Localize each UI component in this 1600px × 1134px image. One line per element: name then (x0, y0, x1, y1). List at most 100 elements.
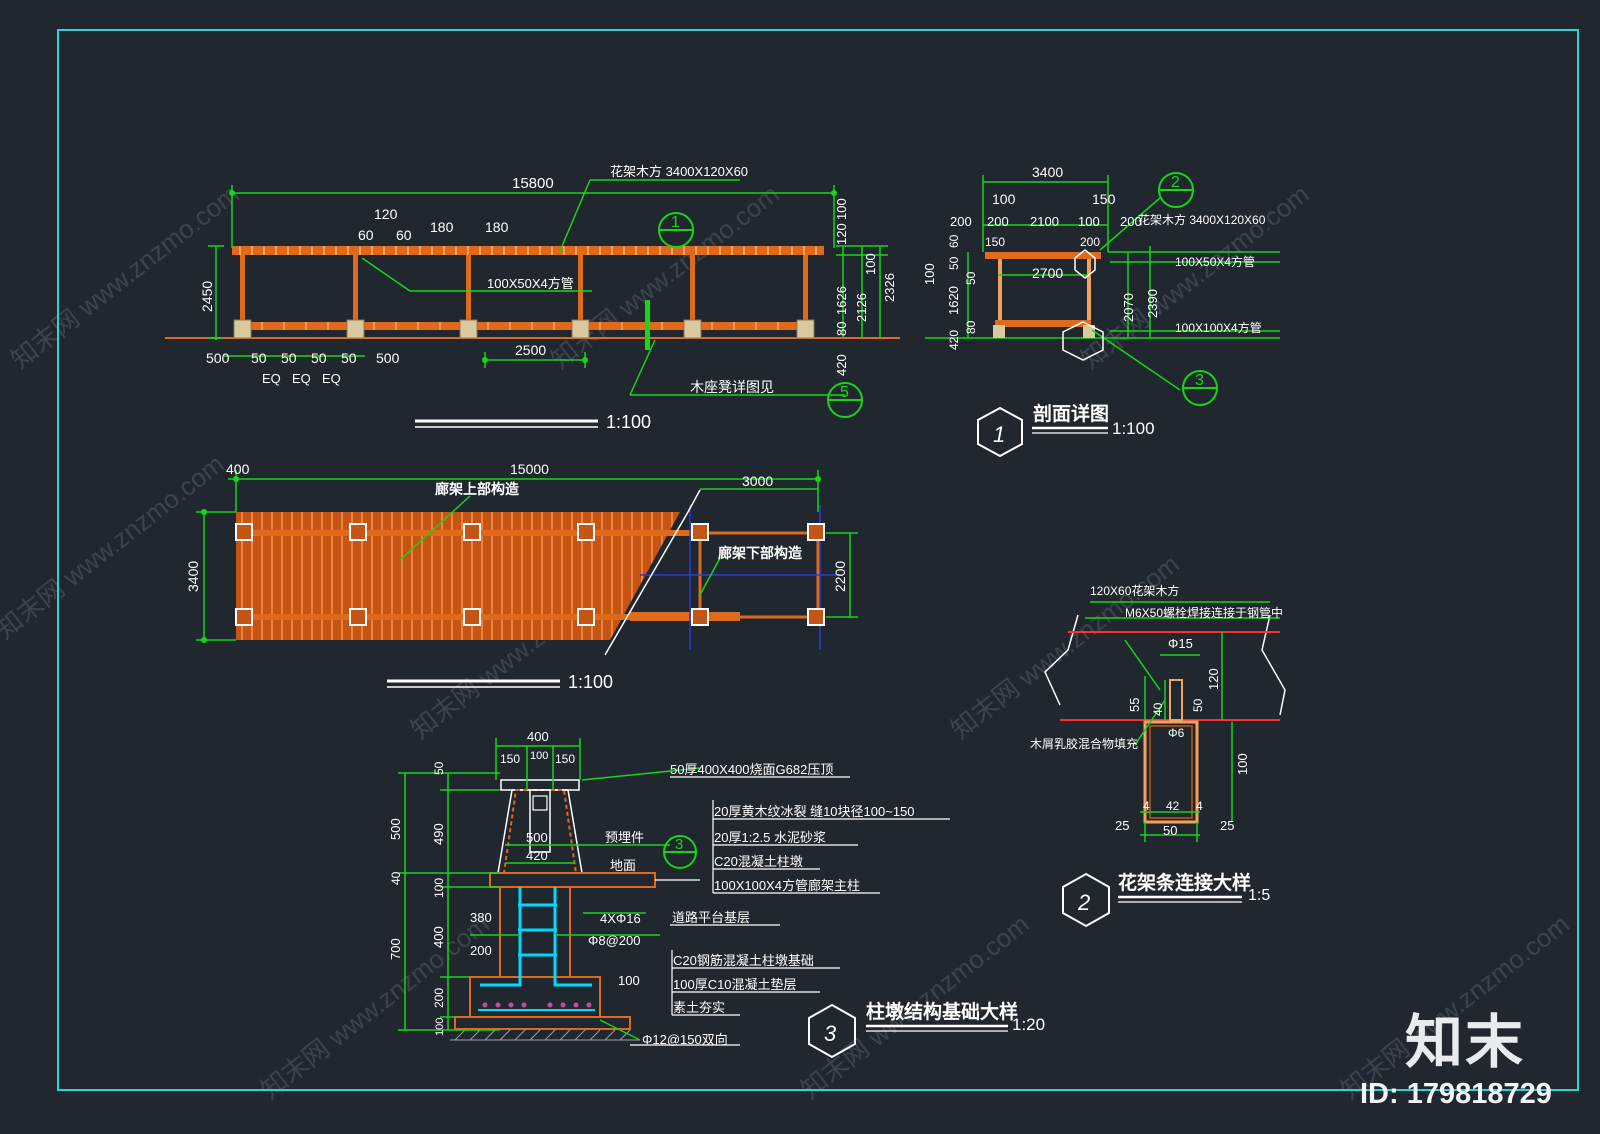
elevation-dim-1626: 1626 (834, 286, 849, 315)
section-dim-150b: 150 (985, 235, 1005, 249)
elevation-dim-50c: 50 (311, 350, 327, 366)
connection-title: 花架条连接大样 (1118, 871, 1251, 894)
section-dim-200d: 200 (1080, 235, 1100, 249)
plan-dim-2200: 2200 (832, 561, 848, 592)
footing-dim-200i: 200 (470, 943, 492, 958)
footing-dim-100: 100 (530, 750, 548, 762)
elevation-dim-60a: 60 (358, 227, 374, 243)
elevation-dim-50d: 50 (341, 350, 357, 366)
section-detail-1: 2 3 3400 100 150 200 200 2100 100 200 15… (922, 164, 1280, 458)
watermark-logo: 知末 (1405, 1008, 1526, 1076)
section-dim-200c: 200 (1120, 214, 1142, 229)
section-dim-3400: 3400 (1032, 164, 1063, 180)
elevation-dim-50b: 50 (281, 350, 297, 366)
section-dim-150a: 150 (1092, 191, 1116, 207)
section-dim-100b: 100 (1078, 214, 1100, 229)
elevation-dim-eq-2: EQ (292, 371, 311, 386)
plan-dim-400: 400 (226, 461, 250, 477)
footing-dim-100l: 100 (432, 878, 446, 898)
elevation-dim-60b: 60 (396, 227, 412, 243)
elevation-callout-1: 1 (671, 214, 680, 231)
section-title-number: 1 (993, 422, 1005, 447)
section-dim-60: 60 (947, 234, 961, 248)
plan-dim-3400: 3400 (185, 561, 201, 592)
footing-label-ground: 地面 (610, 858, 636, 873)
connection-note-bolt: M6X50螺栓焊接连接于钢管中 (1125, 605, 1283, 620)
section-dim-1620: 1620 (946, 286, 961, 315)
connection-dim-100: 100 (1235, 753, 1250, 775)
footing-note-mortar: 20厚1:2.5 水泥砂浆 (714, 830, 826, 845)
footing-dim-400l: 400 (431, 926, 446, 948)
footing-label-embed: 预埋件 (605, 830, 644, 845)
plan-label-lower: 廊架下部构造 (718, 545, 802, 561)
footing-title-badge (808, 1003, 856, 1059)
elevation-note-rafter: 花架木方 3400X120X60 (610, 164, 748, 179)
section-dim-50b: 50 (964, 271, 978, 285)
footing-title-number: 3 (824, 1021, 837, 1046)
plan-dim-3000: 3000 (742, 473, 773, 489)
elevation-dim-2326: 2326 (882, 273, 897, 302)
connection-dim-120: 120 (1206, 668, 1221, 690)
footing-dim-40: 40 (389, 871, 403, 885)
elevation-dim-r100a: 100 (834, 198, 849, 220)
footing-title: 柱墩结构基础大样 (866, 1000, 1018, 1023)
footing-callout-3: 3 (675, 836, 683, 853)
plan-dim-15000: 15000 (510, 461, 549, 477)
section-note-beam: 100X50X4方管 (1175, 254, 1255, 269)
footing-note-stone: 20厚黄木纹冰裂 缝10块径100~150 (714, 804, 915, 819)
footing-note-base: C20钢筋混凝土柱墩基础 (673, 953, 814, 968)
elevation-dim-120: 120 (374, 206, 398, 222)
section-scale: 1:100 (1112, 419, 1155, 438)
footing-dim-100i: 100 (618, 973, 640, 988)
connection-dim-55: 55 (1127, 698, 1142, 712)
elevation-note-beam: 100X50X4方管 (487, 276, 574, 291)
elevation-dim-r120: 120 (834, 223, 849, 245)
elevation-scale: 1:100 (606, 412, 651, 432)
section-dim-2070: 2070 (1121, 293, 1136, 322)
connection-note-timber: 120X60花架木方 (1090, 583, 1179, 598)
footing-dim-700: 700 (388, 938, 403, 960)
footing-dim-400: 400 (527, 729, 549, 744)
connection-dim-phi6: Φ6 (1168, 726, 1185, 740)
elevation-dim-r100b: 100 (863, 253, 878, 275)
elevation-dim-80: 80 (834, 322, 849, 336)
watermark-repeat-4: 知末网 www.znzmo.com (0, 449, 230, 645)
section-dim-100c: 100 (922, 263, 937, 285)
footing-dim-490: 490 (431, 823, 446, 845)
footing-dim-500: 500 (388, 818, 403, 840)
elevation-dim-15800: 15800 (512, 175, 554, 192)
connection-dim-25a: 25 (1115, 818, 1129, 833)
connection-dim-25b: 25 (1220, 818, 1234, 833)
connection-title-badge (1062, 872, 1110, 928)
footing-dim-150b: 150 (555, 752, 575, 766)
footing-dim-150a: 150 (500, 752, 520, 766)
connection-note-fill: 木屑乳胶混合物填充 (1030, 736, 1138, 751)
plan-view: 400 15000 3000 3400 2200 廊架上部构造 廊架下部构造 1… (185, 461, 858, 692)
elevation-view: 1 5 1:100 15800 120 60 60 180 180 500 50… (165, 164, 900, 432)
watermark-repeat-7: 知末网 www.znzmo.com (255, 909, 494, 1105)
footing-note-cushion: 100厚C10混凝土垫层 (673, 977, 797, 992)
plan-label-upper: 廊架上部构造 (435, 481, 519, 497)
section-dim-80: 80 (964, 320, 978, 334)
section-dim-2700: 2700 (1032, 265, 1063, 281)
connection-dim-4a: 4 (1143, 799, 1150, 813)
footing-dim-500i: 500 (526, 830, 548, 845)
footing-note-pier: C20混凝土柱墩 (714, 854, 803, 869)
section-dim-100a: 100 (992, 191, 1016, 207)
drawing-frame (57, 29, 1579, 1091)
elevation-dim-50a: 50 (251, 350, 267, 366)
elevation-dim-500b: 500 (376, 350, 400, 366)
section-title: 剖面详图 (1033, 402, 1109, 425)
elevation-note-seat: 木座凳详图见 (690, 379, 774, 395)
elevation-dim-180a: 180 (430, 219, 454, 235)
watermark-id: ID: 179818729 (1360, 1078, 1552, 1110)
elevation-dim-2500: 2500 (515, 342, 546, 358)
connection-dim-50: 50 (1163, 823, 1177, 838)
connection-dim-40: 40 (1151, 702, 1165, 716)
elevation-dim-eq-1: EQ (262, 371, 281, 386)
section-dim-50a: 50 (947, 256, 961, 270)
connection-title-number: 2 (1077, 890, 1090, 915)
footing-note-soil: 素土夯实 (673, 1000, 725, 1015)
watermark-repeat-1: 知末网 www.znzmo.com (5, 179, 244, 375)
